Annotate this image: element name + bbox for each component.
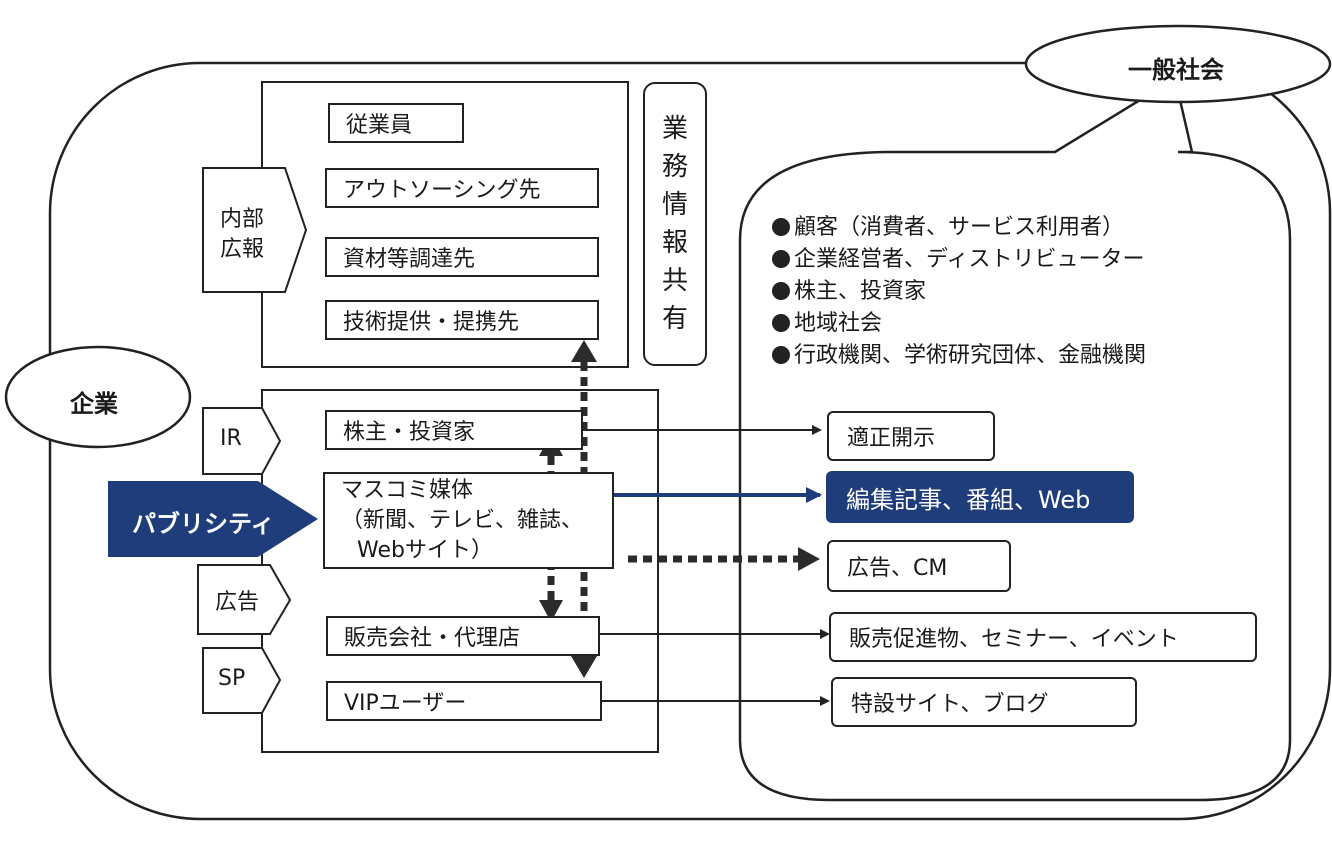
audience-item: 企業経営者、ディストリビューター [772,244,1146,276]
company-ellipse [4,345,192,449]
internal-pr-label: 内部 広報 [220,205,264,265]
publicity-arrow-shape [108,481,318,557]
media-box: マスコミ媒体 （新聞、テレビ、雑誌、 Webサイト） [323,472,614,569]
vip-output-box: 特設サイト、ブログ [831,677,1137,727]
audience-item: 顧客（消費者、サービス利用者） [772,212,1146,244]
ir-output-box: 適正開示 [827,411,995,461]
company-label: 企業 [70,390,118,418]
audience-item: 地域社会 [772,308,1146,340]
info-share-arrow-down [571,656,597,678]
internal-arrow-down [539,600,563,622]
bullet-icon [772,282,790,300]
info-share-char: 報 [661,228,688,258]
bullet-icon [772,218,790,236]
info-share-arrow-up [571,340,597,362]
society-label: 一般社会 [1128,56,1224,84]
sp-tag [202,647,282,714]
info-share-char: 業 [661,114,688,144]
ir-target-box: 株主・投資家 [325,410,583,450]
media-line1: マスコミ媒体 [341,477,474,503]
advertising-tag [197,564,292,635]
info-share-box: 業 務 情 報 共 有 [643,82,707,366]
publicity-label: パブリシティ [132,510,275,538]
society-ellipse [1024,24,1332,104]
audience-item: 株主、投資家 [772,276,1146,308]
media-line2: （新聞、テレビ、雑誌、 [341,507,584,533]
publicity-output-box: 編集記事、番組、Web [826,471,1134,523]
internal-pr-tag [202,167,308,293]
internal-pr-label-line2: 広報 [220,237,265,262]
audience-list: 顧客（消費者、サービス利用者） 企業経営者、ディストリビューター 株主、投資家 … [772,212,1146,372]
info-share-char: 務 [661,152,688,182]
dealers-output-box: 販売促進物、セミナー、イベント [829,612,1257,662]
ir-tag [202,407,282,475]
info-share-char: 有 [661,304,688,334]
info-share-char: 情 [661,190,688,220]
bullet-icon [772,314,790,332]
internal-pr-label-line1: 内部 [220,207,265,232]
sp-label: SP [218,666,246,691]
audience-item: 行政機関、学術研究団体、金融機関 [772,340,1146,372]
bullet-icon [772,250,790,268]
info-share-char: 共 [661,266,688,296]
ir-label: IR [220,426,242,451]
internal-item-suppliers: 資材等調達先 [325,237,599,277]
ad-output-box: 広告、CM [827,540,1011,592]
internal-item-employees: 従業員 [328,103,464,143]
advertising-label: 広告 [215,590,260,615]
vip-box: VIPユーザー [326,681,602,721]
internal-item-outsourcing: アウトソーシング先 [325,168,599,208]
internal-item-partners: 技術提供・提携先 [325,300,599,340]
bullet-icon [772,346,790,364]
ad-dotted-arrowhead [798,547,820,571]
dealers-box: 販売会社・代理店 [326,616,600,656]
media-line3: Webサイト） [357,537,493,563]
